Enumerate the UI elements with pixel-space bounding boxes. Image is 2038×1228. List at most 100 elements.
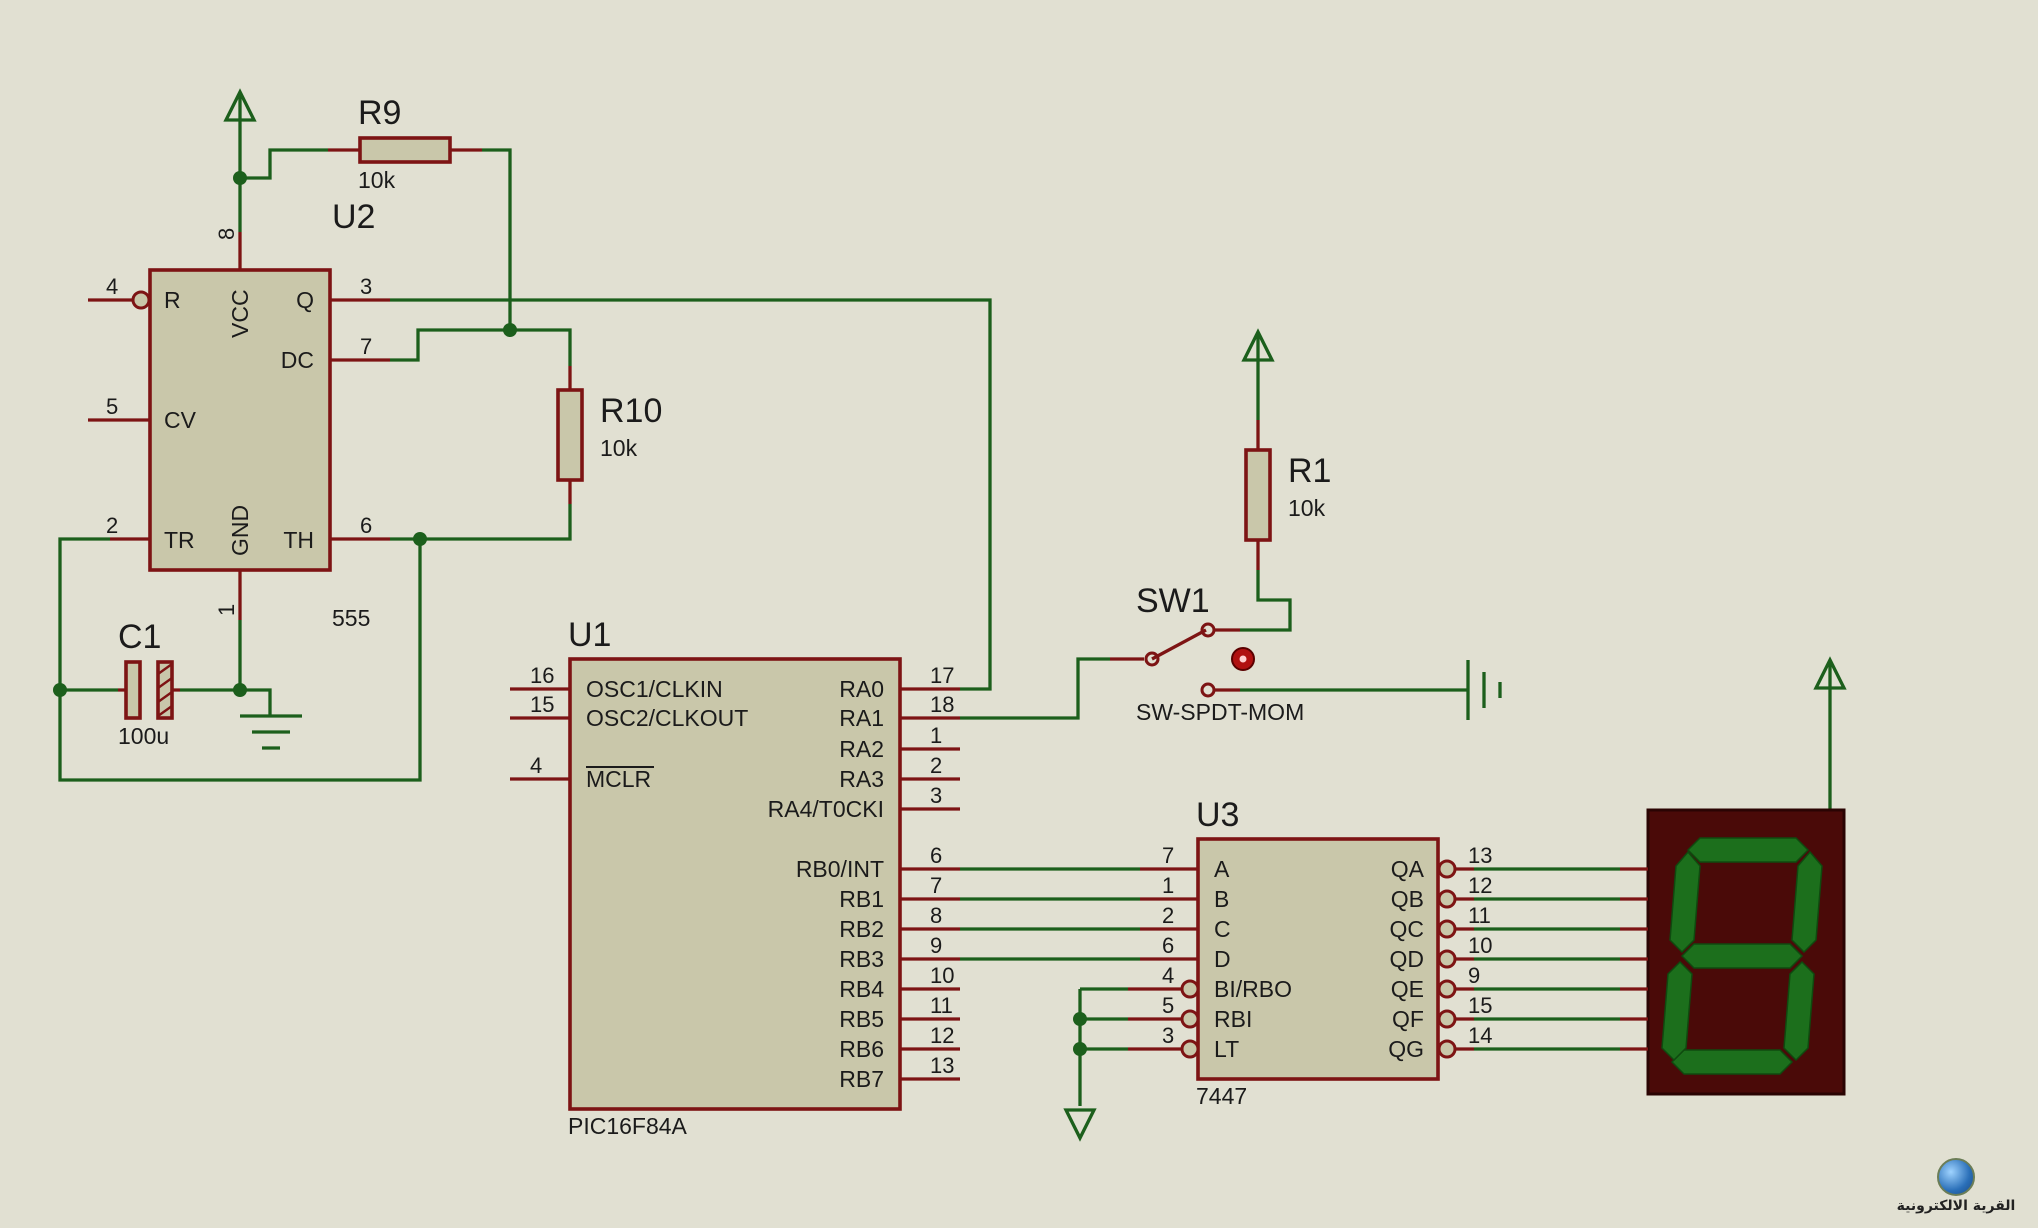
u1-pin-num: 8 [930, 903, 942, 928]
u3-pin-num: 13 [1468, 843, 1492, 868]
u1-pin-name: RB6 [839, 1036, 884, 1062]
segment-c [1783, 960, 1815, 1062]
u2-pin-name: TR [164, 527, 195, 553]
u3-pin-num: 1 [1162, 873, 1174, 898]
u2-pin-num: 4 [106, 274, 118, 299]
ground-icon [1466, 660, 1502, 720]
ic-u1-pic16f84a[interactable]: U1 PIC16F84A 16OSC1/CLKIN15OSC2/CLKOUT4M… [510, 616, 960, 1139]
u3-pin-name: BI/RBO [1214, 976, 1292, 1002]
r10-value: 10k [600, 435, 638, 461]
wire-r10-th [390, 504, 572, 541]
vcc-arrow-icon [1241, 328, 1275, 365]
u1-pin-name: RB5 [839, 1006, 884, 1032]
segment-g [1680, 943, 1804, 969]
switch-lead [1110, 628, 1240, 692]
pin-bubble [1437, 1009, 1457, 1029]
resistor-body [1244, 448, 1272, 542]
u2-pin-num: 7 [360, 334, 372, 359]
u1-pin-name: RB2 [839, 916, 884, 942]
u2-pin-num: 3 [360, 274, 372, 299]
u3-pin-num: 3 [1162, 1023, 1174, 1048]
capacitor-hatch [157, 663, 173, 717]
watermark: القرية الالكترونية [1896, 1158, 2016, 1214]
sw1-ref: SW1 [1136, 582, 1210, 620]
switch-arm [1151, 628, 1207, 661]
junction-dot [233, 171, 247, 185]
u3-pin-num: 6 [1162, 933, 1174, 958]
u1-pin-num: 17 [930, 663, 954, 688]
u1-pin-name: MCLR [586, 766, 651, 792]
u1-part: PIC16F84A [568, 1113, 688, 1139]
u1-pin-num: 3 [930, 783, 942, 808]
u3-pin-name: QE [1391, 976, 1424, 1002]
u1-pin-num: 10 [930, 963, 954, 988]
u3-ref: U3 [1196, 796, 1239, 834]
u1-pin-name: RA2 [839, 736, 884, 762]
u1-pin-name: RB4 [839, 976, 884, 1002]
wire-vcc-r9 [240, 148, 328, 180]
pin-bubble [1437, 859, 1457, 879]
u1-pin-name: RB0/INT [796, 856, 884, 882]
u3-pin-name: LT [1214, 1036, 1239, 1062]
pin-bubble [1437, 919, 1457, 939]
u2-pin-num: 1 [214, 604, 239, 616]
r9-ref: R9 [358, 94, 401, 132]
resistor-r1[interactable]: R1 10k [1244, 420, 1331, 570]
c1-value: 100u [118, 723, 169, 749]
segment-f [1669, 850, 1701, 954]
segment-e [1661, 960, 1693, 1062]
u1-pin-num: 15 [530, 692, 554, 717]
seven-segment-display[interactable] [1620, 808, 1846, 1096]
sw1-value: SW-SPDT-MOM [1136, 699, 1304, 725]
u1-pin-name: OSC2/CLKOUT [586, 705, 748, 731]
u1-pin-num: 12 [930, 1023, 954, 1048]
junction-dot [413, 532, 427, 546]
resistor-r9[interactable]: R9 10k [328, 94, 482, 193]
capacitor-c1[interactable]: C1 100u [118, 618, 180, 749]
pin-bubble [1437, 979, 1457, 999]
resistor-r10[interactable]: R10 10k [556, 366, 662, 504]
u2-ref: U2 [332, 198, 375, 236]
u2-pin-name: DC [281, 347, 314, 373]
r1-ref: R1 [1288, 452, 1331, 490]
u3-pin-num: 10 [1468, 933, 1492, 958]
u2-pin-num: 5 [106, 394, 118, 419]
ic-u3-7447[interactable]: U3 7447 7A1B2C6D4BI/RBO5RBI3LT13QA12QB11… [1128, 796, 1492, 1109]
power-terminals [223, 88, 1847, 1142]
u3-pin-num: 5 [1162, 993, 1174, 1018]
u2-pin-num: 8 [214, 228, 239, 240]
u2-pin-num: 2 [106, 513, 118, 538]
u1-pin-name: RA3 [839, 766, 884, 792]
u3-part: 7447 [1196, 1083, 1247, 1109]
switch-contact [1200, 622, 1216, 638]
u1-pin-num: 16 [530, 663, 554, 688]
r9-value: 10k [358, 167, 396, 193]
segment-b [1791, 850, 1823, 954]
wire-ra1-sw [960, 657, 1110, 720]
u1-pin-name: RA0 [839, 676, 884, 702]
u3-pin-num: 14 [1468, 1023, 1492, 1048]
r1-value: 10k [1288, 495, 1326, 521]
wire-th-loop [58, 537, 422, 782]
u1-pin-name: RA4/T0CKI [768, 796, 884, 822]
u2-body [148, 268, 332, 572]
u3-pin-name: C [1214, 916, 1231, 942]
u3-pin-num: 12 [1468, 873, 1492, 898]
u2-pin-name: R [164, 287, 181, 313]
u3-pin-name: D [1214, 946, 1231, 972]
junction-dot [53, 683, 67, 697]
junction-dot [233, 683, 247, 697]
u2-pin-name: GND [227, 505, 253, 556]
u1-pin-num: 9 [930, 933, 942, 958]
u1-ref: U1 [568, 616, 611, 654]
u1-pin-num: 13 [930, 1053, 954, 1078]
u2-part: 555 [332, 605, 370, 631]
switch-sw1[interactable]: SW1 SW-SPDT-MOM [1110, 582, 1304, 725]
ic-u2-555[interactable]: 4 5 2 3 7 6 8 1 R CV TR Q DC TH VCC GND … [88, 198, 390, 631]
u1-pin-num: 18 [930, 692, 954, 717]
vcc-arrow-icon [223, 88, 257, 125]
switch-contact [1200, 682, 1216, 698]
u1-body [568, 657, 902, 1111]
ground-icon [240, 714, 302, 750]
